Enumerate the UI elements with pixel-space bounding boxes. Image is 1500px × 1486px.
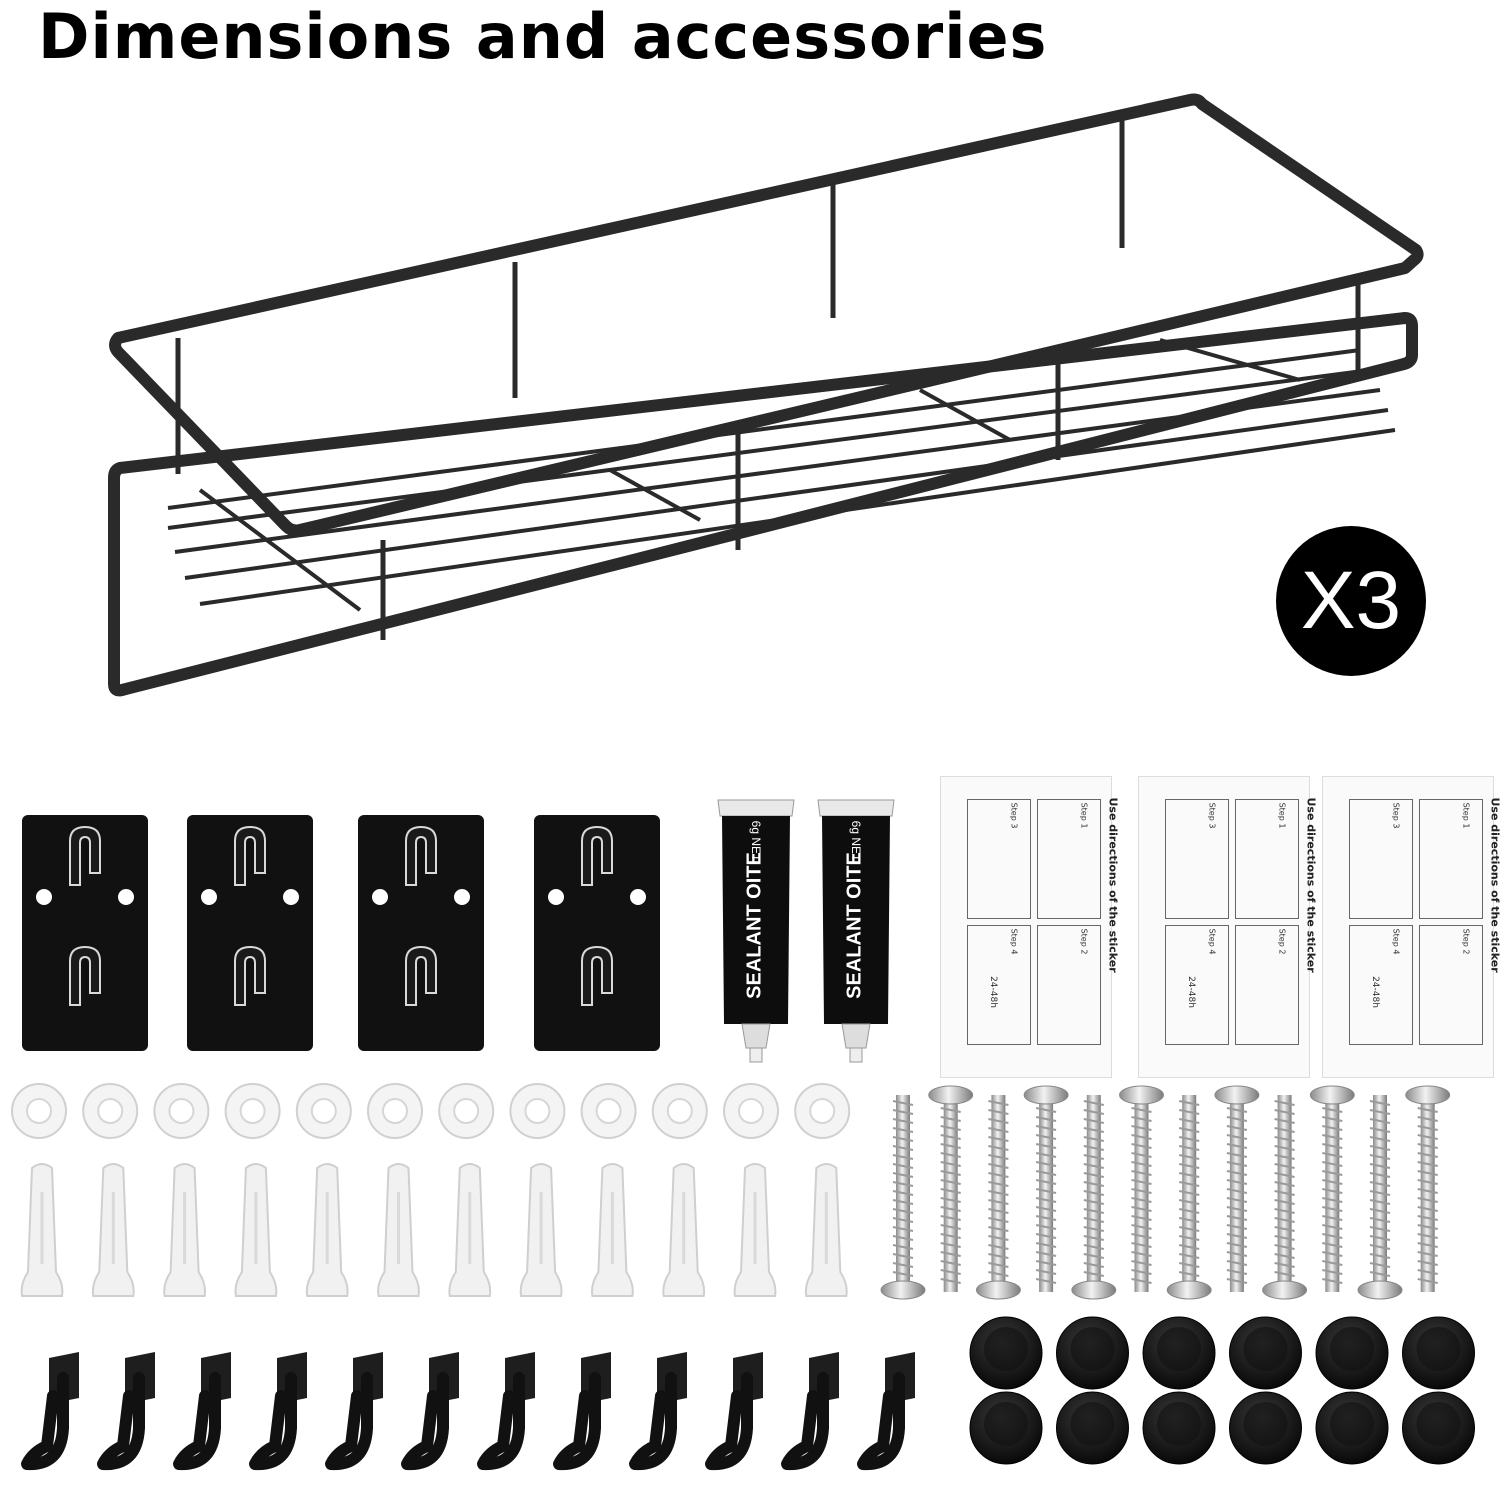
screw <box>1119 1085 1164 1292</box>
sealant-tube: SEALANT OITE 6g NET <box>812 796 900 1066</box>
washer <box>509 1083 566 1139</box>
instruction-card: Use directions of the sticker Step 1 Ste… <box>940 776 1120 1078</box>
washer <box>153 1083 210 1139</box>
washer <box>651 1083 708 1139</box>
utility-hook <box>97 1352 155 1471</box>
washer <box>295 1083 352 1139</box>
utility-hook <box>325 1352 383 1471</box>
instruction-card: Use directions of the sticker Step 1 Ste… <box>1138 776 1318 1078</box>
screw <box>1023 1085 1069 1292</box>
screw <box>1071 1095 1117 1300</box>
washer <box>11 1083 67 1139</box>
instruction-card: Use directions of the sticker Step 1 Ste… <box>1322 776 1500 1078</box>
screw <box>1405 1085 1451 1292</box>
washer <box>438 1083 495 1139</box>
screw <box>975 1095 1021 1300</box>
utility-hook <box>477 1352 535 1471</box>
shelf-illustration <box>108 93 1424 697</box>
utility-hook <box>21 1352 79 1471</box>
quantity-badge: X3 <box>1276 526 1426 676</box>
utility-hook <box>857 1352 915 1471</box>
screw <box>880 1095 926 1300</box>
washer <box>224 1083 281 1139</box>
utility-hook <box>553 1352 611 1471</box>
washer <box>82 1083 139 1139</box>
utility-hook <box>401 1352 459 1471</box>
washer <box>367 1083 423 1139</box>
utility-hook <box>173 1352 231 1471</box>
washer <box>723 1083 779 1139</box>
washer <box>580 1083 637 1139</box>
sealant-tube: SEALANT OITE 6g NET <box>712 796 800 1066</box>
washer <box>794 1083 851 1139</box>
utility-hook <box>705 1352 763 1471</box>
screw <box>928 1085 974 1292</box>
screw <box>1214 1085 1260 1292</box>
screw <box>1357 1095 1403 1300</box>
utility-hook <box>249 1352 307 1471</box>
utility-hook <box>781 1352 839 1471</box>
screw <box>1262 1095 1308 1300</box>
page-title: Dimensions and accessories <box>38 0 1048 73</box>
screw <box>1309 1085 1355 1292</box>
utility-hook <box>629 1352 687 1471</box>
screw <box>1166 1095 1212 1300</box>
